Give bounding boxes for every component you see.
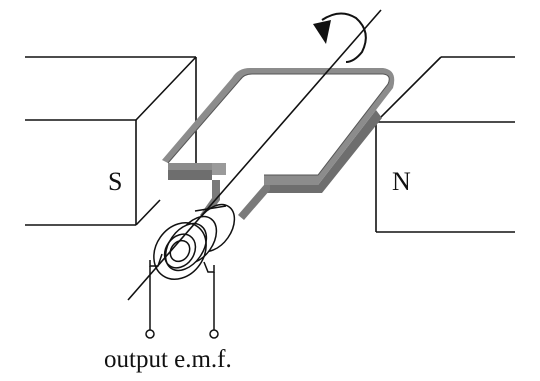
rotation-axis: [127, 9, 382, 301]
brushes: [149, 253, 215, 330]
south-magnet-pole: [25, 56, 197, 226]
output-terminal-left: [145, 329, 155, 339]
output-terminal-right: [209, 329, 219, 339]
rotation-arrow: [313, 12, 367, 63]
output-emf-label: output e.m.f.: [104, 346, 232, 373]
north-magnet-pole: [375, 56, 515, 233]
south-pole-label: S: [108, 167, 122, 196]
slip-rings: [153, 203, 236, 280]
north-pole-label: N: [392, 167, 411, 196]
rotating-coil: [162, 68, 395, 220]
